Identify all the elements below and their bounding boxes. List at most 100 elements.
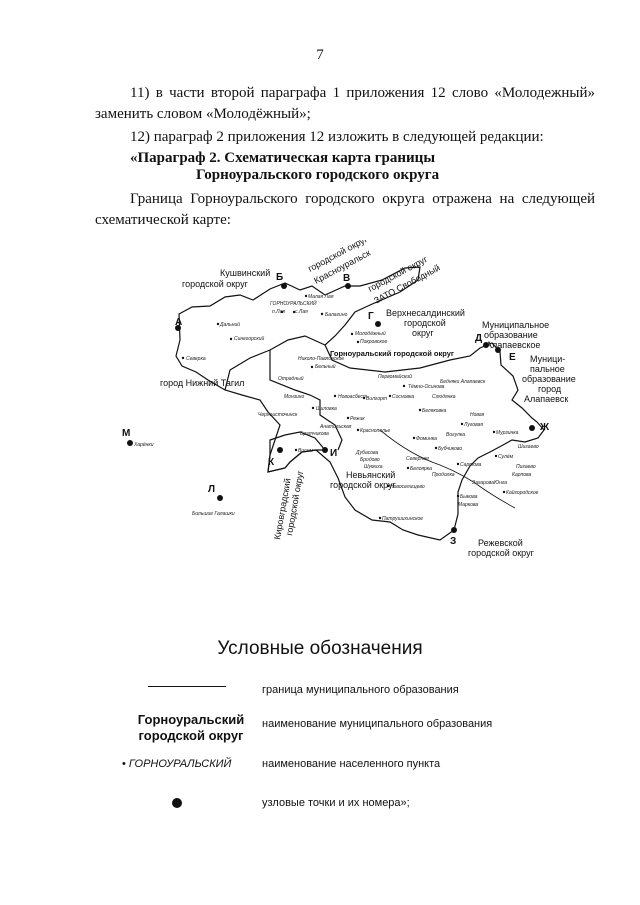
settlement-dot-icon: • (122, 758, 126, 770)
settlement-shigaevo: Шигаево (518, 444, 539, 450)
node-v-label: В (343, 273, 350, 284)
settlement-bubchikovo: Бубчиково (438, 446, 462, 452)
settlement-bratchikova: Братчикова (300, 431, 329, 437)
settlement-murzinka: Мурзинка (496, 430, 519, 436)
node-zh-label: Ж (539, 422, 550, 433)
node-zh-dot (529, 425, 535, 431)
settlement-novaya: Новая (470, 412, 485, 418)
settlement-balagino: Балагино (325, 312, 348, 318)
settlement-shilovka: Шиловка (316, 406, 337, 412)
settlement-dubasova: Дубасова (355, 450, 379, 456)
settlement-lugovaya: Луговая (463, 422, 483, 428)
settlement-belyakovka: Беляковка (422, 408, 446, 414)
settlement-shumikha: Шумиха (364, 464, 383, 470)
settlement-beloyarka: Белоярка (410, 466, 432, 472)
page-number: 7 (316, 47, 324, 63)
settlement-kaygorodskoe: Кайгородское (506, 489, 539, 496)
legend-name-desc: наименование муниципального образования (262, 718, 493, 730)
settlement-anatolskaya: Анатольская (319, 424, 352, 430)
settlement-brodovo: Бродово (360, 457, 380, 463)
legend-settlement-sample-text: ГОРНОУРАЛЬСКИЙ (128, 758, 232, 770)
node-m-dot (127, 440, 133, 446)
settlement-temno: Тёмно-Осинова (408, 384, 445, 390)
heading-line-1: «Параграф 2. Схематическая карта границы (130, 150, 436, 166)
settlement-bolshie-galashki: Большие Галашки (192, 511, 235, 517)
neighbor-verkhnesald: Верхнесалдинский (386, 308, 465, 318)
district-name: Горноуральский городской округ (330, 349, 454, 358)
inner-boundary-tagil (269, 350, 343, 451)
settlement-slyudyanka: Слюдянка (432, 394, 456, 400)
settlement-belny: Бельный (315, 363, 336, 370)
settlement-sinegorsky: Синегорский (234, 335, 265, 342)
neighbor-alapaevsk-5: Алапаевск (524, 394, 568, 404)
settlement-yunga: Юнга (494, 480, 507, 486)
neighbor-rezhevskoy-2: городской округ (468, 548, 535, 558)
settlement-pervomaysky: Первомайский (378, 373, 412, 380)
neighbor-alapaevsk-3: образование (522, 374, 576, 384)
settlement-dalny: Дальний (219, 321, 240, 328)
settlement-severnaya: Северная (406, 456, 429, 462)
kirovgrad-boundary (267, 431, 327, 473)
legend-name-sample-2: городской округ (138, 728, 244, 743)
settlement-rezhik: Режик (350, 416, 365, 422)
neighbor-tagil: город Нижний Тагил (160, 378, 244, 388)
neighbor-kushvinsky-2: городской округ (182, 279, 249, 289)
settlement-otradny: Отрадный (278, 375, 304, 382)
settlement-bednyaki: Бедняки Алапаевск (440, 379, 486, 385)
paragraph-map-intro: Граница Горноуральского городского округ… (95, 191, 595, 228)
settlement-zakharova: Захарова (472, 480, 494, 486)
neighbor-kushvinsky: Кушвинский (220, 268, 270, 278)
node-z-dot (451, 527, 457, 533)
settlement-gornouralsky: ГОРНОУРАЛЬСКИЙ (270, 299, 317, 307)
legend-settlement-sample: • ГОРНОУРАЛЬСКИЙ (122, 758, 231, 770)
settlement-sartova: Сартова (460, 462, 482, 468)
legend-boundary-line (148, 686, 226, 687)
node-i-label: И (330, 448, 337, 459)
legend-node-desc: узловые точки и их номера»; (262, 797, 410, 809)
settlement-patrushikhinskoe: Патрушихинское (382, 516, 423, 522)
settlement-molodezhny: Молодёжный (355, 330, 386, 337)
paragraph-12: 12) параграф 2 приложения 12 изложить в … (130, 129, 544, 145)
settlement-krasnopolye: Краснополье (360, 428, 390, 434)
settlement-bykova: Быкова (460, 494, 478, 500)
settlement-vilgort: Вилгорт (366, 396, 387, 402)
neighbor-alapaevsk-2: пальное (530, 364, 565, 374)
neighbor-alapaevsk-4: город (538, 384, 562, 394)
settlement-sulem: Сулём (498, 454, 514, 460)
district-boundary (175, 266, 545, 541)
legend-boundary-desc: граница муниципального образования (262, 684, 459, 696)
rezh-river (379, 429, 516, 509)
neighbor-nevyansky-2: городской округ (330, 480, 397, 490)
legend-title: Условные обозначения (217, 638, 423, 659)
settlement-sosnovka: Сосновка (392, 394, 414, 400)
settlement-malaya-laya: Малая Лая (308, 294, 334, 300)
node-l-label: Л (208, 484, 215, 495)
settlement-severka: Северка (186, 356, 206, 362)
legend-name-sample-1: Горноуральский (137, 712, 245, 727)
node-m-label: М (122, 428, 130, 439)
node-v-dot (345, 283, 351, 289)
node-b-dot (281, 283, 287, 289)
settlement-karpova: Карпова (512, 472, 532, 478)
settlement-vogulka: Вогулка (446, 432, 465, 438)
node-point-icon (172, 798, 182, 808)
node-k-label: К (268, 457, 275, 468)
settlement-nikolo: Николо-Павловское (298, 356, 344, 362)
settlement-visim: Висим (298, 448, 313, 454)
neighbor-alapaevskoe: Муниципальное (482, 320, 549, 330)
settlement-novoselishchevo: Новоселищево (390, 484, 425, 490)
node-e-dot (495, 347, 501, 353)
settlement-novoasbest: Новоасбест (338, 394, 367, 400)
settlement-pokrovskoe: Покровское (360, 339, 387, 345)
node-d-label: Д (475, 333, 482, 344)
settlement-markova: Маркова (458, 502, 478, 508)
settlement-laya: п.Лая (272, 309, 285, 315)
neighbor-rezhevskoy: Режевской (478, 538, 523, 548)
legend-settlement-desc: наименование населенного пункта (262, 758, 441, 770)
settlement-monzino: Монзино (284, 394, 305, 400)
settlement-pigaevo: Пигаево (516, 464, 536, 470)
node-z-label: З (450, 536, 456, 547)
node-a-dot (175, 325, 181, 331)
settlement-s-laya: с.Лая (295, 309, 308, 315)
neighbor-alapaevskoe-2: образование (484, 330, 538, 340)
